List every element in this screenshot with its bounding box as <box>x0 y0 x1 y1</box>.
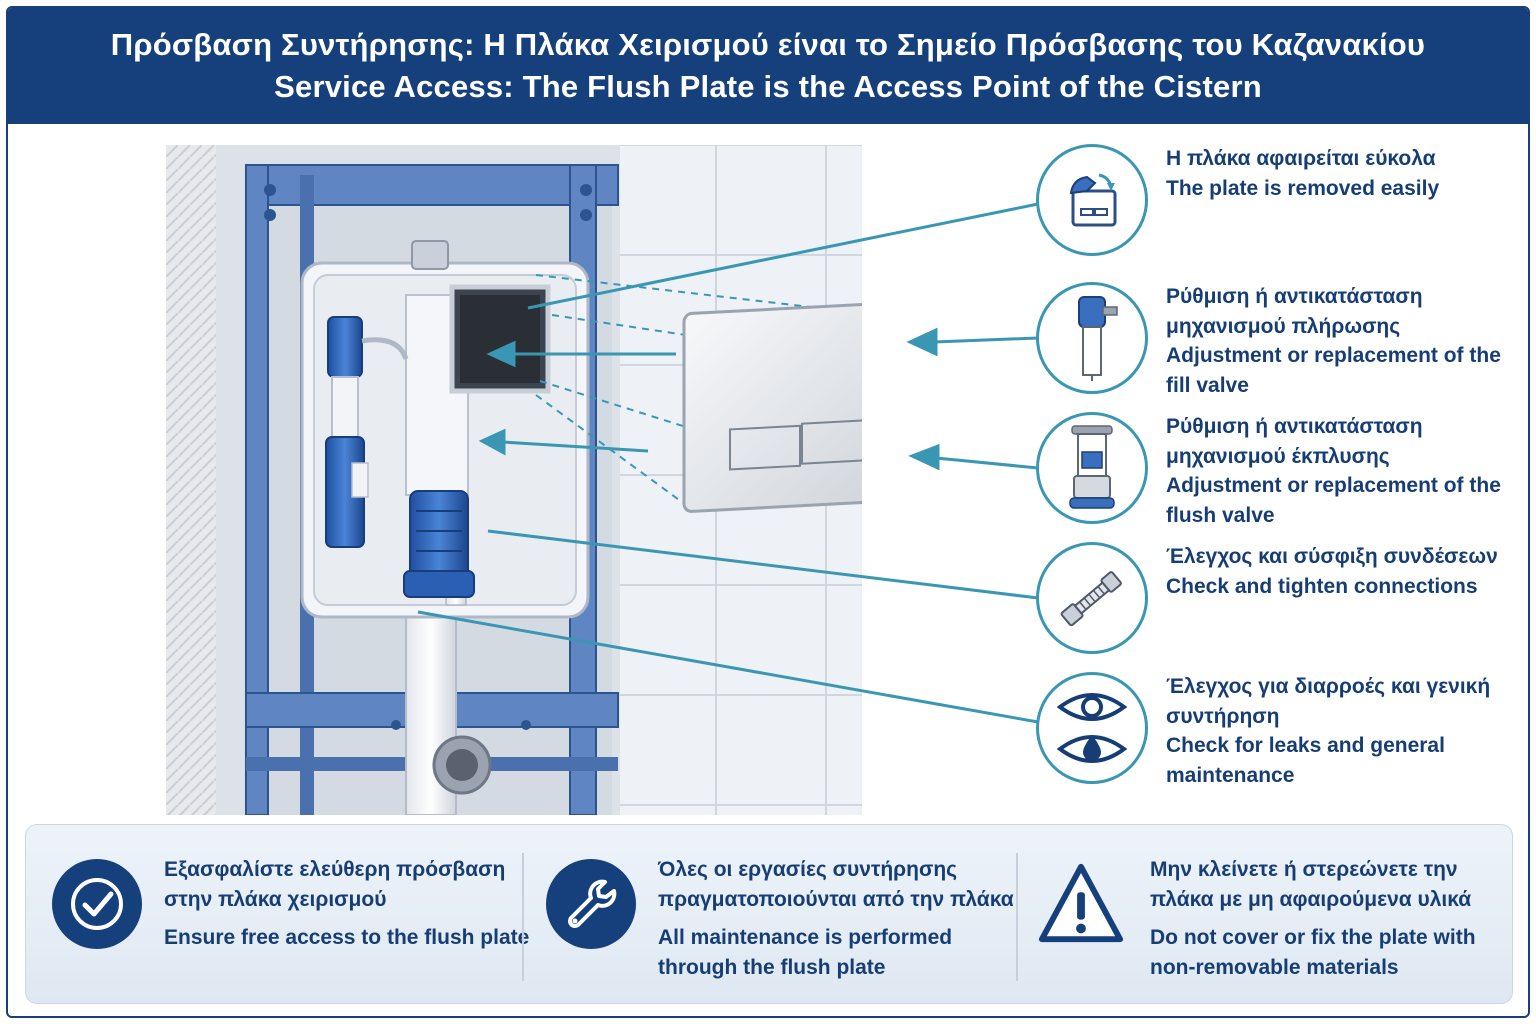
callout-plate-removal: Η πλάκα αφαιρείται εύκολα The plate is r… <box>1036 144 1516 256</box>
infographic-frame: Πρόσβαση Συντήρησης: Η Πλάκα Χειρισμού ε… <box>6 6 1530 1018</box>
title-greek: Πρόσβαση Συντήρησης: Η Πλάκα Χειρισμού ε… <box>110 27 1426 62</box>
callout-3-greek: Ρύθμιση ή αντικατάσταση μηχανισμού έκπλυ… <box>1166 415 1423 468</box>
page-header: Πρόσβαση Συντήρησης: Η Πλάκα Χειρισμού ε… <box>8 8 1528 124</box>
warning-triangle-icon <box>1036 859 1126 949</box>
callout-fill-valve: Ρύθμιση ή αντικατάσταση μηχανισμού πλήρω… <box>1036 282 1516 397</box>
tips-divider <box>522 853 524 981</box>
callout-5-greek: Έλεγχος για διαρροές και γενική συντήρησ… <box>1166 675 1491 728</box>
tip-3-greek: Μην κλείνετε ή στερεώνετε την πλάκα με μ… <box>1150 858 1472 911</box>
access-arrows <box>478 340 676 456</box>
tips-divider <box>1016 853 1018 981</box>
hose-connector-icon <box>1036 542 1148 654</box>
tip-free-access: Εξασφαλίστε ελεύθερη πρόσβαση στην πλάκα… <box>52 825 532 1005</box>
callout-flush-valve: Ρύθμιση ή αντικατάσταση μηχανισμού έκπλυ… <box>1036 412 1516 527</box>
callout-connections: Έλεγχος και σύσφιξη συνδέσεων Check and … <box>1036 542 1516 654</box>
callout-5-english: Check for leaks and general maintenance <box>1166 734 1445 787</box>
wrench-icon <box>546 859 636 949</box>
callout-leaks: Έλεγχος για διαρροές και γενική συντήρησ… <box>1036 672 1516 787</box>
callout-2-english: Adjustment or replacement of the fill va… <box>1166 344 1501 397</box>
callout-2-greek: Ρύθμιση ή αντικατάσταση μηχανισμού πλήρω… <box>1166 285 1423 338</box>
hand-removing-plate-icon <box>1036 144 1148 256</box>
callout-1-greek: Η πλάκα αφαιρείται εύκολα <box>1166 147 1436 170</box>
flush-valve-icon <box>1036 412 1148 524</box>
flush-plate <box>682 301 862 513</box>
tip-1-english: Ensure free access to the flush plate <box>164 926 530 949</box>
checkmark-icon <box>52 859 142 949</box>
title-english: Service Access: The Flush Plate is the A… <box>274 69 1262 104</box>
tip-2-english: All maintenance is performed through the… <box>658 926 953 979</box>
tips-bar: Εξασφαλίστε ελεύθερη πρόσβαση στην πλάκα… <box>25 824 1513 1004</box>
tip-do-not-cover: Μην κλείνετε ή στερεώνετε την πλάκα με μ… <box>1036 825 1506 1005</box>
tip-3-english: Do not cover or fix the plate with non-r… <box>1150 926 1476 979</box>
callout-4-english: Check and tighten connections <box>1166 574 1478 598</box>
tip-2-greek: Όλες οι εργασίες συντήρησης πραγματοποιο… <box>658 858 1014 911</box>
fill-valve-icon <box>1036 282 1148 394</box>
brick-wall-edge <box>166 145 216 815</box>
callout-leader-lines <box>417 202 1039 724</box>
tip-1-greek: Εξασφαλίστε ελεύθερη πρόσβαση στην πλάκα… <box>164 858 506 911</box>
flush-valve <box>403 490 475 598</box>
fill-valve <box>325 316 409 548</box>
tip-maintenance-through-plate: Όλες οι εργασίες συντήρησης πραγματοποιο… <box>546 825 1026 1005</box>
eye-and-drop-icon <box>1036 672 1148 784</box>
callout-4-greek: Έλεγχος και σύσφιξη συνδέσεων <box>1166 545 1498 568</box>
callout-3-english: Adjustment or replacement of the flush v… <box>1166 474 1501 527</box>
cistern-illustration <box>166 145 862 815</box>
callout-1-english: The plate is removed easily <box>1166 176 1440 200</box>
